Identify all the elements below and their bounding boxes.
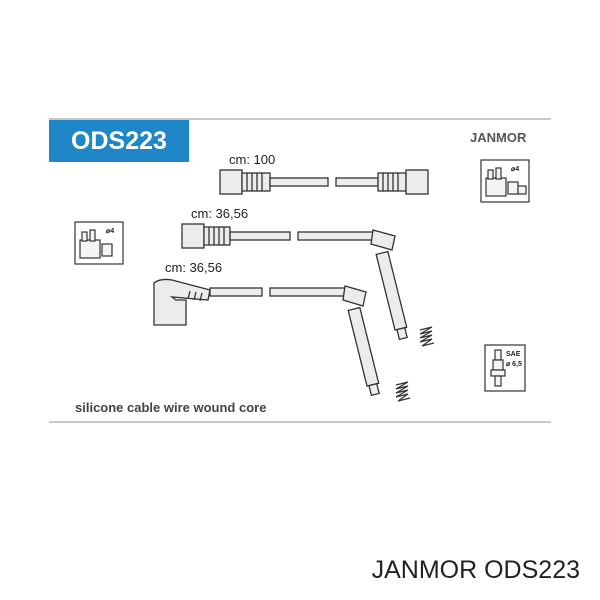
spark-plug-badge: SAE [506,351,521,358]
ignition-wire-2: cm: 36,56 [181,206,435,347]
cable-description: silicone cable wire wound core [75,400,267,415]
spark-plug-icon: SAE ⌀ 6,5 [484,344,526,392]
product-code-badge: ODS223 [49,120,189,162]
spark-plug-size: ⌀ 6,5 [506,361,522,368]
distributor-left-badge: ⌀4 [106,228,114,235]
ignition-wire-1: cm: 100 [219,152,429,195]
ignition-wire-3: cm: 36,56 [153,260,411,402]
bottom-divider [49,421,551,423]
product-caption: JANMOR ODS223 [371,556,580,584]
brand-label: JANMOR [470,130,527,145]
distributor-right-badge: ⌀4 [511,166,519,173]
top-divider [49,118,551,120]
wire-1-length-label: cm: 100 [229,152,275,167]
wire-3-length-label: cm: 36,56 [165,260,222,275]
distributor-cap-icon-left: ⌀4 [74,221,124,265]
distributor-cap-icon: ⌀4 [480,159,530,203]
wire-2-length-label: cm: 36,56 [191,206,248,221]
